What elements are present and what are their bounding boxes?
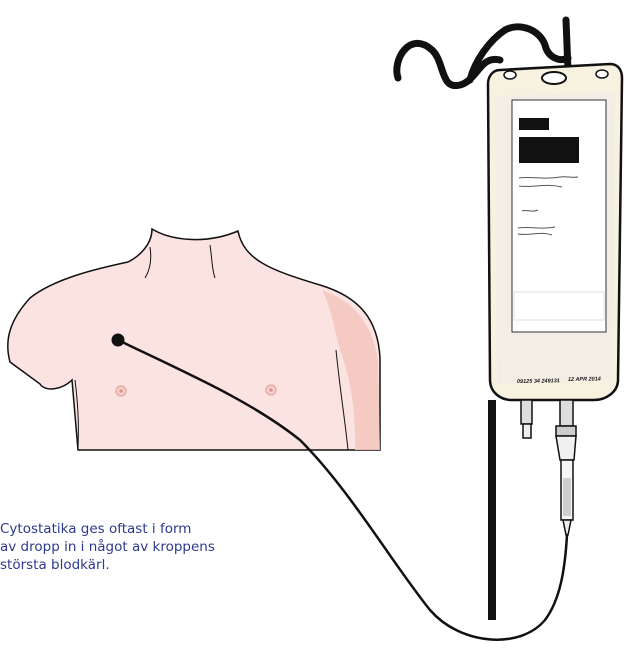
caption-line: största blodkärl.	[0, 556, 300, 574]
caption-line: av dropp in i något av kroppens	[0, 538, 300, 556]
redacted-label-block	[519, 137, 579, 163]
bag-hanger-hole	[542, 72, 566, 84]
drip-chamber	[556, 436, 576, 460]
redacted-label-block	[519, 118, 549, 130]
caption-text: Cytostatika ges oftast i form av dropp i…	[0, 520, 300, 574]
catheter-port-icon	[112, 334, 125, 347]
bag-date: 12 APR 2014	[568, 376, 601, 383]
caption-line: Cytostatika ges oftast i form	[0, 520, 300, 538]
bag-port	[560, 400, 573, 426]
bag-lot-code: 09125 34 249131	[517, 378, 560, 385]
iv-bag-illustration: 09125 34 249131 12 APR 2014	[488, 64, 622, 535]
bag-port	[521, 400, 532, 424]
torso-illustration	[8, 229, 380, 450]
